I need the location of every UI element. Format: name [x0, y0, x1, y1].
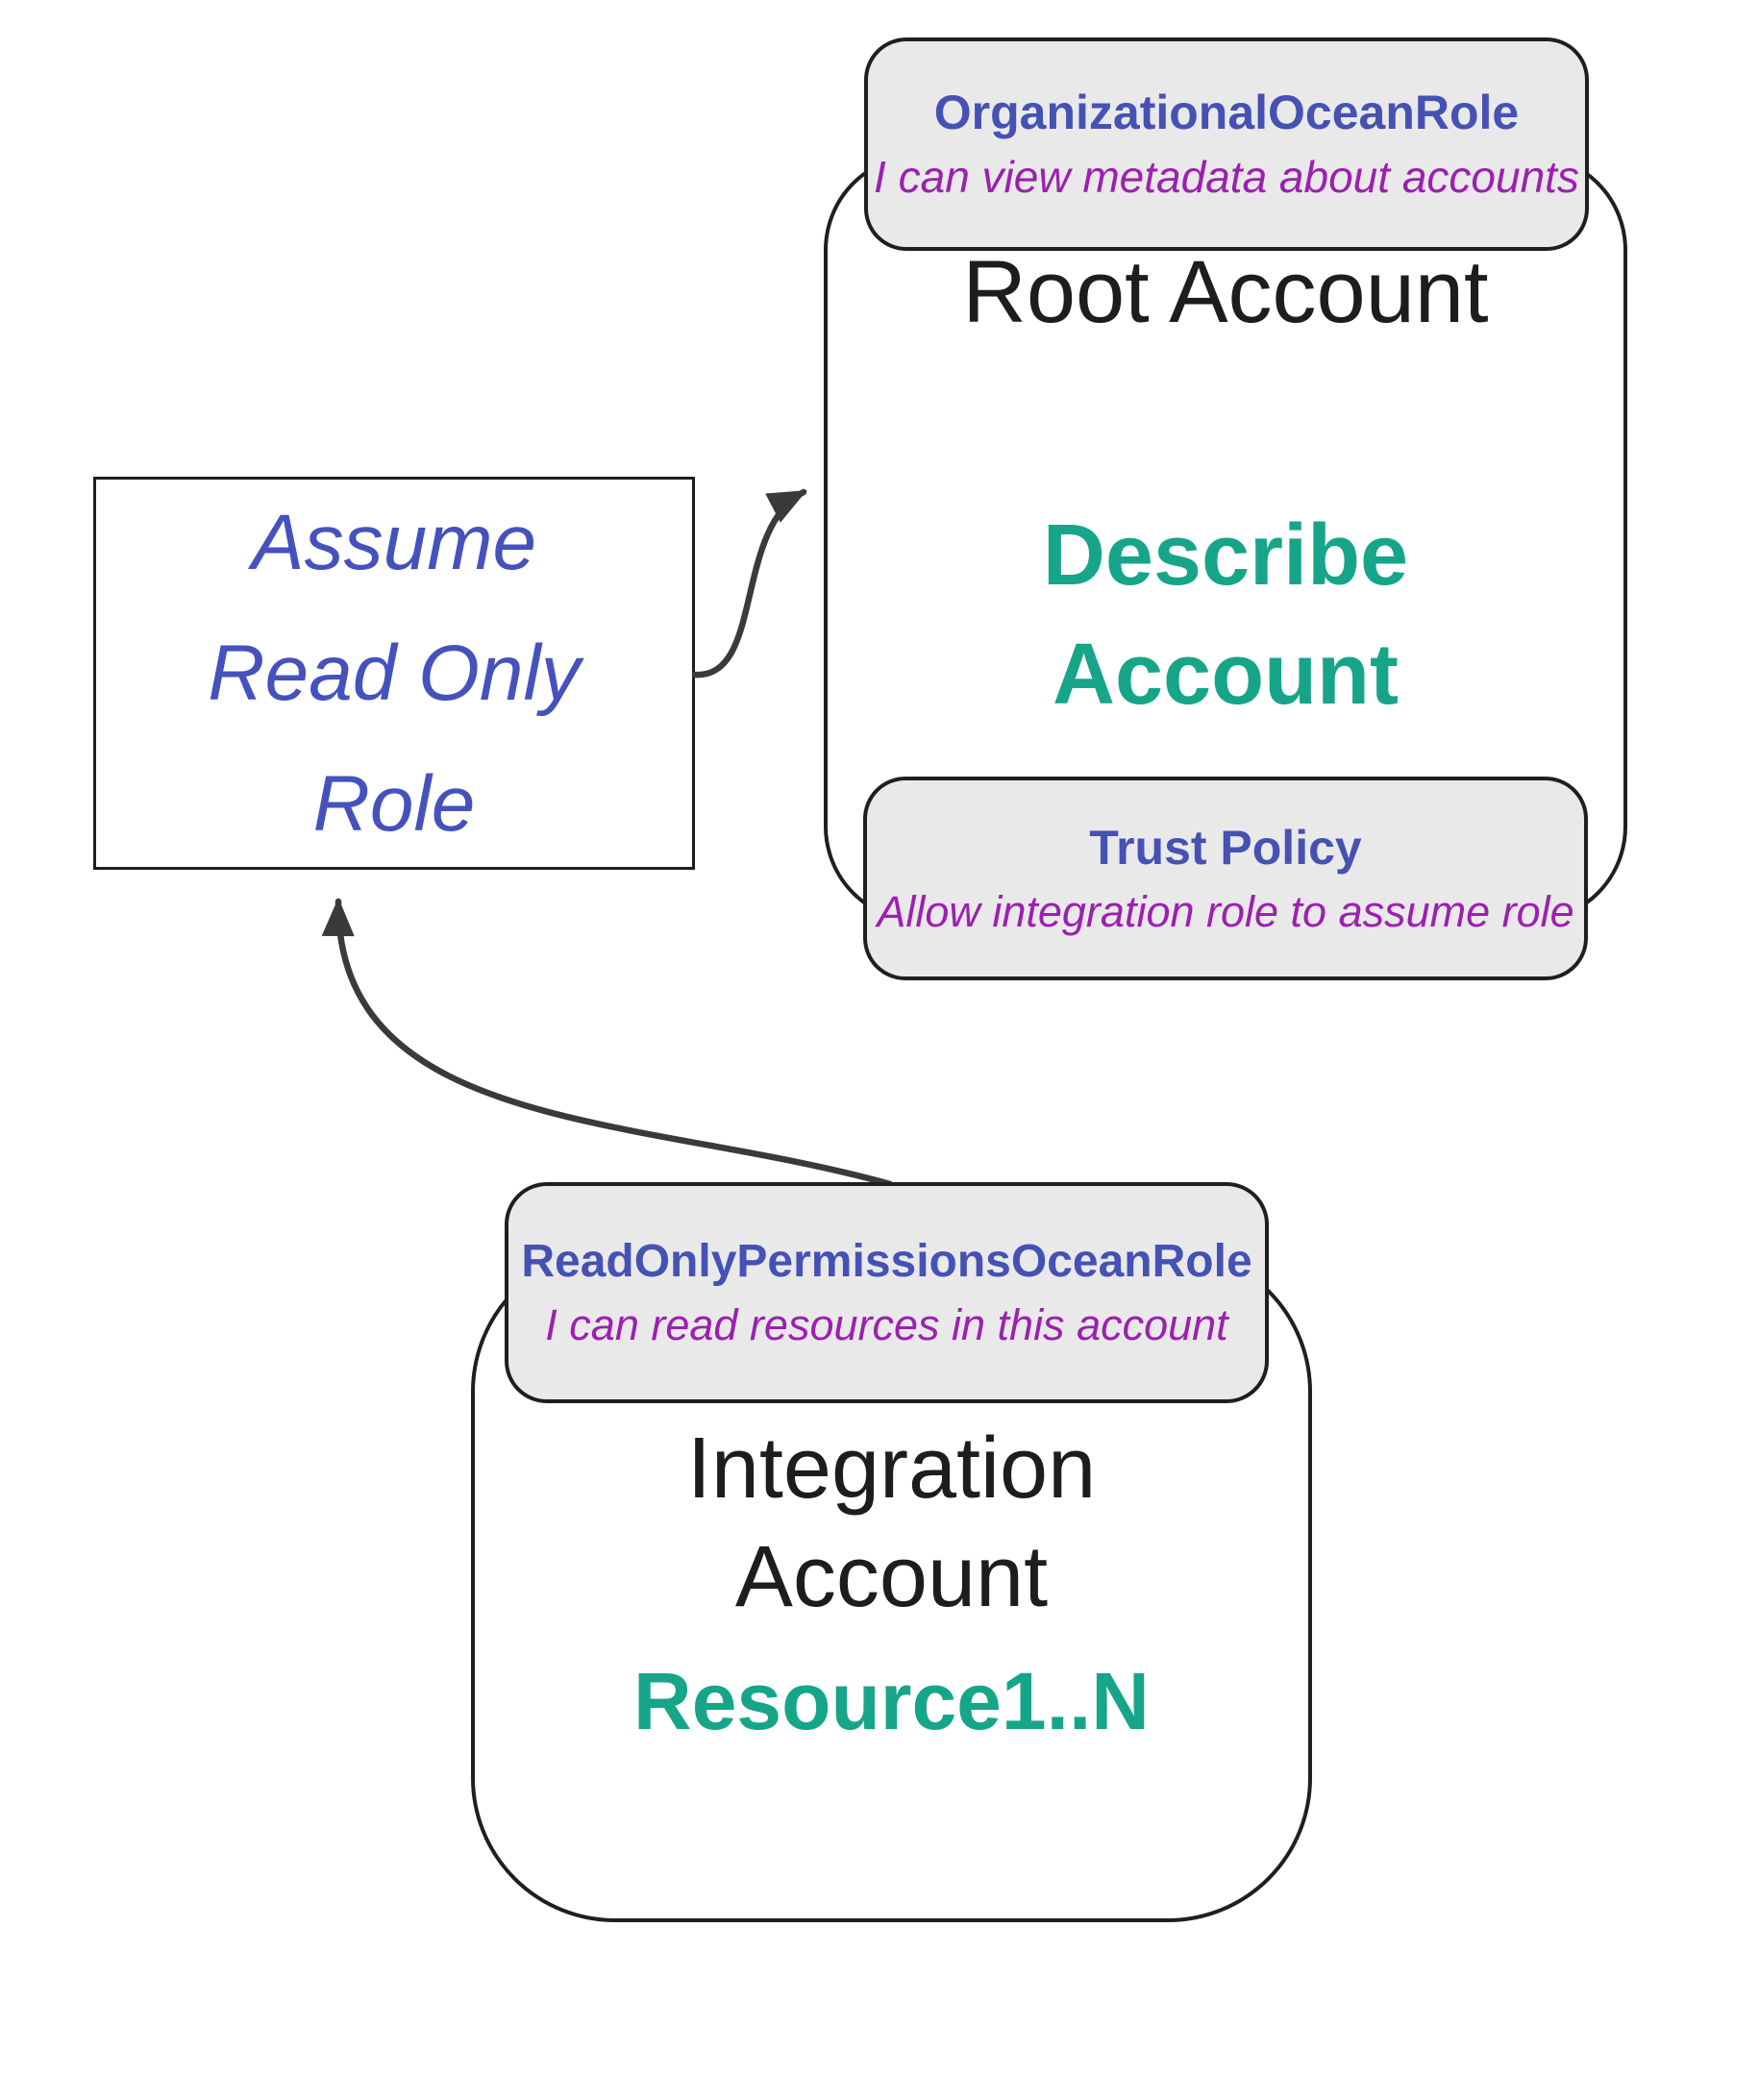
describe-account-line-2: Account	[1053, 627, 1399, 723]
trust-policy-badge: Trust Policy Allow integration role to a…	[863, 777, 1588, 980]
organizational-ocean-role-badge: OrganizationalOceanRole I can view metad…	[864, 37, 1589, 251]
root-account-title: Root Account	[962, 243, 1489, 341]
organizational-ocean-role-title: OrganizationalOceanRole	[933, 86, 1520, 140]
assume-box-line-3: Role	[312, 759, 476, 848]
trust-policy-subtitle: Allow integration role to assume role	[877, 886, 1574, 936]
resource-range-label: Resource1..N	[633, 1656, 1150, 1746]
assume-box-line-2: Read Only	[208, 629, 581, 717]
assume-box-line-1: Assume	[251, 498, 537, 586]
organizational-ocean-role-subtitle: I can view metadata about accounts	[874, 152, 1579, 203]
describe-account-line-1: Describe	[1042, 507, 1409, 604]
read-only-permissions-subtitle: I can read resources in this account	[545, 1299, 1228, 1349]
describe-account-label: Describe Account	[828, 496, 1623, 734]
trust-policy-title: Trust Policy	[1089, 820, 1362, 875]
read-only-permissions-title: ReadOnlyPermissionsOceanRole	[521, 1235, 1252, 1287]
arrow-assume-to-root	[691, 488, 807, 679]
integration-account-title-line-2: Account	[734, 1529, 1049, 1625]
integration-account-title: Integration Account	[475, 1415, 1308, 1632]
integration-account-title-line-1: Integration	[686, 1421, 1097, 1517]
read-only-permissions-ocean-role-badge: ReadOnlyPermissionsOceanRole I can read …	[505, 1182, 1269, 1403]
assume-read-only-role-box: Assume Read Only Role	[93, 477, 695, 870]
arrow-integration-to-assume	[321, 898, 894, 1188]
